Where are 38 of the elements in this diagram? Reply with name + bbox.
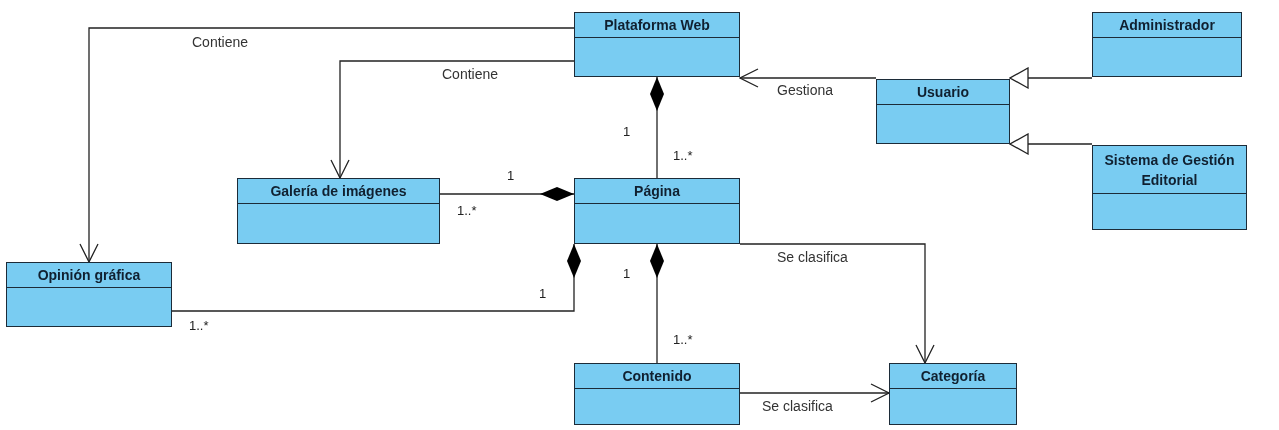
edge-label: Gestiona — [775, 82, 836, 98]
class-name: Galería de imágenes — [270, 182, 407, 201]
connector-arrow — [739, 383, 890, 403]
connector-arrow — [330, 60, 575, 179]
class-box — [574, 12, 740, 77]
class-name: Contenido — [622, 367, 692, 386]
multiplicity-label: 1..* — [189, 318, 209, 333]
class-box — [876, 79, 1010, 144]
connector-arrow — [79, 27, 575, 263]
class-box — [574, 178, 740, 244]
class-box — [574, 363, 740, 425]
class-box — [237, 178, 440, 244]
class-name: Sistema de Gestión Editorial — [1103, 150, 1236, 190]
edge-label: Se clasifica — [775, 249, 850, 265]
multiplicity-label: 1 — [623, 266, 631, 281]
class-name: Plataforma Web — [604, 16, 710, 35]
edge-label: Contiene — [190, 34, 251, 50]
class-name: Usuario — [916, 83, 970, 102]
multiplicity-label: 1 — [623, 124, 631, 139]
edge-label: Se clasifica — [760, 398, 835, 414]
connector-arrow — [1009, 133, 1093, 155]
connector-arrow — [739, 243, 935, 364]
connector-arrow — [739, 68, 877, 88]
multiplicity-label: 1..* — [457, 203, 477, 218]
class-box — [1092, 12, 1242, 77]
multiplicity-label: 1 — [507, 168, 515, 183]
class-name: Página — [634, 182, 680, 201]
class-name: Administrador — [1119, 16, 1215, 35]
class-name: Opinión gráfica — [37, 266, 141, 285]
class-box — [1092, 145, 1247, 230]
class-box — [6, 262, 172, 327]
multiplicity-label: 1 — [539, 286, 547, 301]
class-box — [889, 363, 1017, 425]
multiplicity-label: 1..* — [673, 148, 693, 163]
connector-arrow — [1009, 67, 1093, 89]
multiplicity-label: 1..* — [673, 332, 693, 347]
edge-label: Contiene — [440, 66, 501, 82]
class-name: Categoría — [920, 367, 986, 386]
